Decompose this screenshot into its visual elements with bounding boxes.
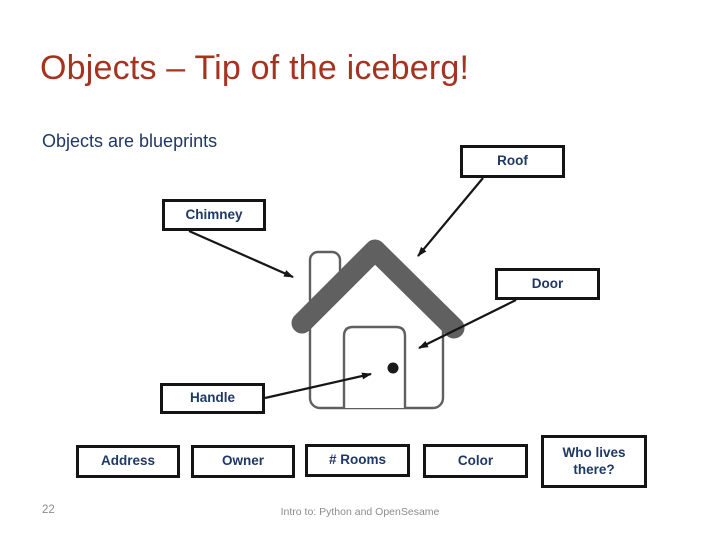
slide-subtitle: Objects are blueprints xyxy=(42,131,218,151)
page-title: Objects – Tip of the iceberg! xyxy=(40,49,470,87)
handle-arrow xyxy=(264,372,372,400)
house-illustration xyxy=(291,239,465,410)
door-arrow xyxy=(418,299,517,349)
roof-label: Roof xyxy=(497,153,528,169)
label-box-color: Color xyxy=(423,444,528,478)
door-handle-dot xyxy=(387,362,399,374)
handle-label: Handle xyxy=(189,390,235,406)
rooms-label: # Rooms xyxy=(328,452,386,468)
label-box-handle: Handle xyxy=(160,383,265,414)
owner-label: Owner xyxy=(221,453,264,469)
callout-arrows xyxy=(188,177,517,400)
label-box-who-lives: Who lives there? xyxy=(541,435,647,488)
label-box-door: Door xyxy=(495,268,600,300)
color-label: Color xyxy=(457,452,494,468)
label-box-chimney: Chimney xyxy=(162,199,266,231)
label-box-roof: Roof xyxy=(460,145,565,178)
door-label: Door xyxy=(531,275,564,291)
chimney-label: Chimney xyxy=(185,206,243,222)
roof-arrow xyxy=(417,177,484,257)
chimney-arrow xyxy=(188,229,294,279)
label-box-rooms: # Rooms xyxy=(305,444,410,477)
slide-footer: Intro to: Python and OpenSesame xyxy=(280,506,440,518)
label-box-owner: Owner xyxy=(191,445,295,478)
address-label: Address xyxy=(100,453,156,469)
house-roof-shape xyxy=(291,239,465,339)
house-door-shape xyxy=(342,325,407,408)
slide-page-number: 22 xyxy=(42,504,55,516)
label-box-address: Address xyxy=(76,445,180,478)
who-lives-label: Who lives there? xyxy=(562,444,626,477)
